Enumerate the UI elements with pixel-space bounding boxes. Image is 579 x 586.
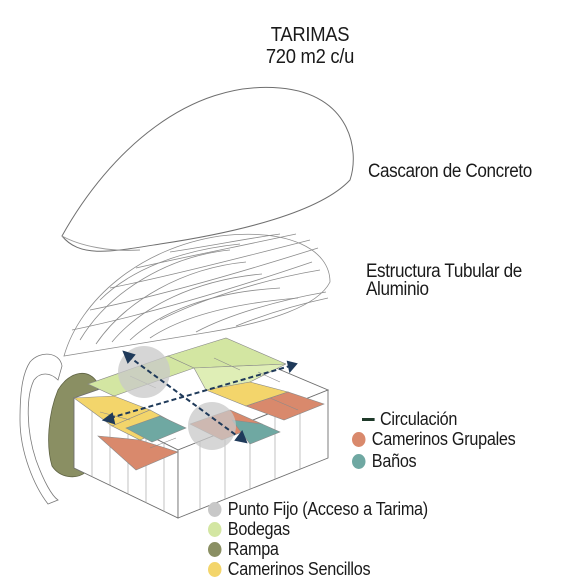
legend-label: Punto Fijo (Acceso a Tarima): [227, 499, 428, 519]
access-points: [118, 346, 236, 450]
dot-icon: [208, 561, 222, 577]
dash-icon: [362, 417, 375, 421]
dot-icon: [352, 453, 366, 469]
diagram-title: TARIMAS 720 m2 c/u: [236, 24, 383, 68]
concrete-shell: [61, 86, 354, 252]
legend-item-storage: Bodegas: [208, 520, 290, 538]
dot-icon: [352, 431, 366, 447]
legend-label: Camerinos Sencillos: [227, 559, 371, 579]
legend-label: Baños: [371, 451, 417, 471]
dot-icon: [208, 501, 222, 517]
legend-item-group-dressing: Camerinos Grupales: [352, 430, 516, 448]
legend-item-circulation: Circulación: [362, 410, 457, 428]
aluminium-structure: [63, 233, 331, 357]
legend-label: Circulación: [380, 409, 458, 429]
title-line-1: TARIMAS: [270, 24, 350, 46]
legend-label: Camerinos Grupales: [371, 429, 516, 449]
title-line-2: 720 m2 c/u: [265, 46, 355, 68]
circulation-arrows: [101, 350, 298, 444]
legend-item-access-point: Punto Fijo (Acceso a Tarima): [208, 500, 428, 518]
legend-label: Bodegas: [227, 519, 290, 539]
legend-item-ramp: Rampa: [208, 540, 279, 558]
legend-item-single-dressing: Camerinos Sencillos: [208, 559, 371, 579]
shell-label: Cascaron de Concreto: [368, 161, 532, 182]
dot-icon: [208, 521, 222, 537]
dot-icon: [208, 541, 222, 557]
legend-label: Rampa: [227, 539, 279, 559]
structure-label: Estructura Tubular de Aluminio: [366, 261, 522, 300]
legend-item-bathrooms: Baños: [352, 451, 417, 471]
